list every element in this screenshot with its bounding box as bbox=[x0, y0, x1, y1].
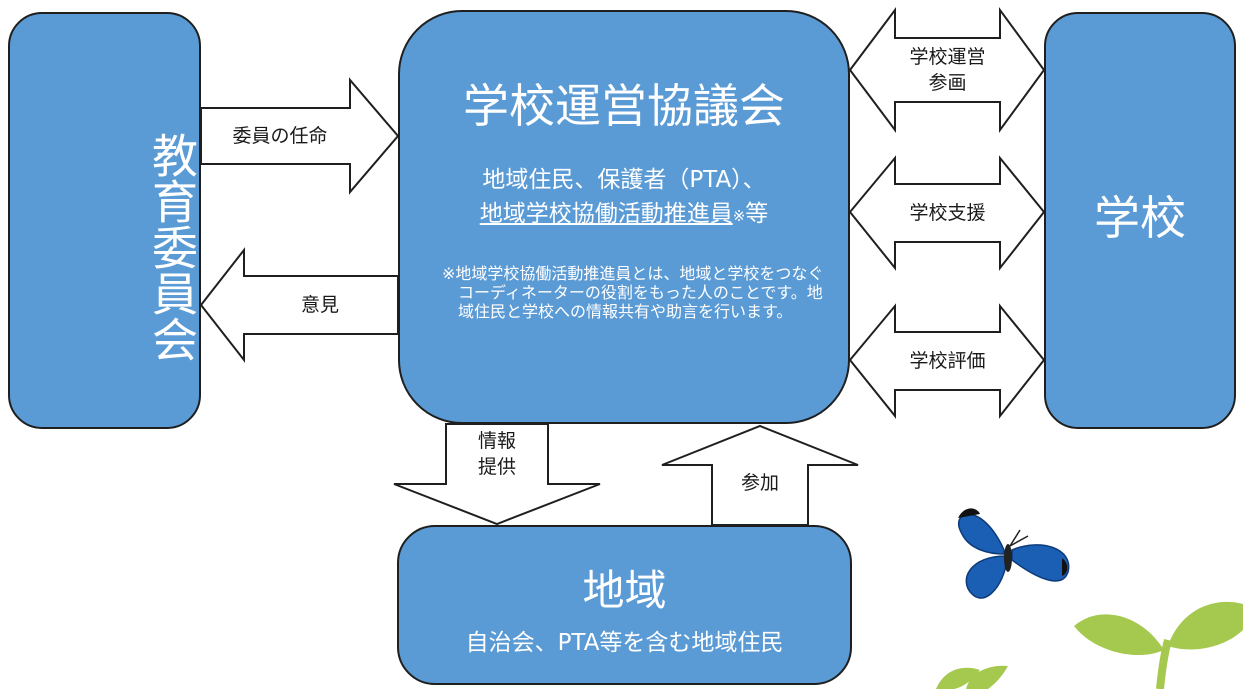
opinion-label: 意見 bbox=[300, 294, 339, 316]
region-title: 地域 bbox=[582, 566, 667, 615]
participate-label-line1: 学校運営 bbox=[909, 46, 986, 68]
school-council-box: 学校運営協議会 地域住民、保護者（PTA）、 地域学校協働活動推進員※等 ※地域… bbox=[398, 10, 850, 424]
footnote-mark: ※ bbox=[732, 207, 746, 225]
evaluate-label: 学校評価 bbox=[909, 350, 986, 372]
appoint-label: 委員の任命 bbox=[232, 125, 328, 147]
council-title: 学校運営協議会 bbox=[463, 79, 785, 133]
opinion-arrow bbox=[199, 247, 399, 363]
info-label: 情報 提供 bbox=[446, 428, 548, 480]
council-members-line2: 地域学校協働活動推進員※等 bbox=[400, 194, 848, 228]
info-label-line2: 提供 bbox=[477, 456, 516, 478]
join-arrow bbox=[661, 424, 859, 526]
info-label-line1: 情報 bbox=[477, 430, 516, 452]
board-of-education-box: 教育委員会 bbox=[8, 12, 201, 429]
participate-label-line2: 参画 bbox=[928, 72, 967, 94]
members-etc: 等 bbox=[745, 201, 769, 227]
board-title: 教育委員会 bbox=[145, 132, 199, 362]
coordinator-note: ※地域学校協働活動推進員とは、地域と学校をつなぐコーディネーターの役割をもった人… bbox=[442, 264, 824, 321]
school-box: 学校 bbox=[1044, 12, 1236, 429]
butterfly-icon bbox=[958, 508, 1070, 599]
support-label: 学校支援 bbox=[909, 202, 986, 224]
council-members-line1: 地域住民、保護者（PTA）、 bbox=[482, 167, 766, 193]
coordinator-term: 地域学校協働活動推進員 bbox=[479, 201, 733, 227]
school-title: 学校 bbox=[1094, 191, 1186, 245]
join-label: 参加 bbox=[740, 472, 779, 494]
sprout-icon bbox=[936, 601, 1243, 689]
region-box: 地域 自治会、PTA等を含む地域住民 bbox=[397, 525, 852, 685]
participate-label: 学校運営 参画 bbox=[895, 44, 1000, 96]
info-arrow bbox=[393, 423, 601, 526]
region-subtitle: 自治会、PTA等を含む地域住民 bbox=[465, 630, 784, 656]
appoint-arrow bbox=[200, 77, 400, 195]
